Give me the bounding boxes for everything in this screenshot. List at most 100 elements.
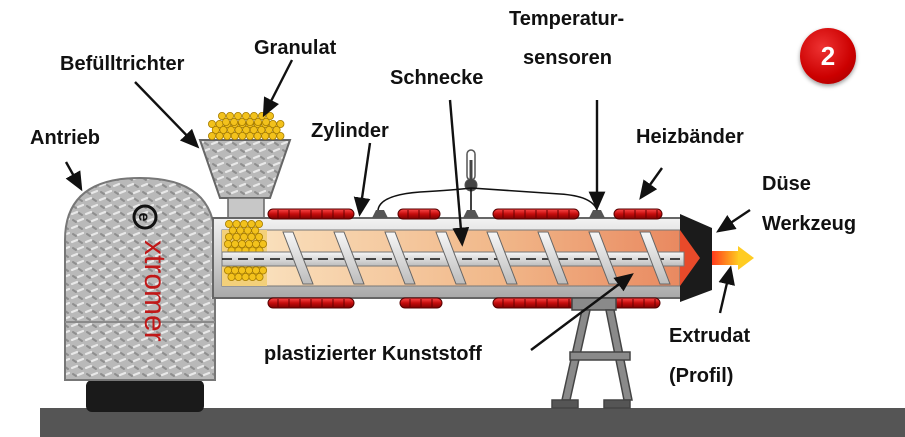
- step-badge: 2: [800, 28, 856, 84]
- pellet: [228, 226, 237, 235]
- pellet: [254, 232, 263, 241]
- pellet: [247, 219, 256, 228]
- pellet: [232, 232, 241, 241]
- screw-flight: [384, 231, 416, 285]
- pellet: [230, 266, 239, 275]
- heater-bands: [267, 208, 663, 309]
- label-granulat: Granulat: [254, 37, 337, 59]
- label-werkzeug: Werkzeug: [762, 213, 857, 235]
- heater-band: [613, 208, 663, 220]
- label-profil: (Profil): [669, 365, 734, 387]
- pellet: [244, 266, 253, 275]
- screw-flight: [639, 231, 671, 285]
- pellet: [223, 131, 232, 140]
- pellet: [223, 266, 232, 275]
- label-temperatursensoren-line1: Temperatur-: [509, 8, 625, 30]
- drive-base: [86, 380, 204, 412]
- pellet: [211, 126, 220, 135]
- pellet: [239, 219, 248, 228]
- pellet: [245, 131, 254, 140]
- pellet: [245, 118, 254, 127]
- pellet: [251, 226, 260, 235]
- pellet: [251, 266, 260, 275]
- pellet: [261, 118, 270, 127]
- pellet: [244, 239, 253, 248]
- pellet: [237, 118, 246, 127]
- label-duese: Düse: [762, 173, 811, 195]
- pellet: [258, 266, 267, 275]
- label-befuelltrichter: Befülltrichter: [60, 53, 185, 75]
- floor: [40, 408, 905, 437]
- pellet: [243, 226, 252, 235]
- pellet: [254, 219, 263, 228]
- pellet: [232, 219, 241, 228]
- pellet: [229, 118, 238, 127]
- granulate-pile: [207, 112, 285, 140]
- pellet: [241, 272, 250, 281]
- pellet: [238, 131, 247, 140]
- pellet: [230, 131, 239, 140]
- pellet: [241, 112, 250, 121]
- heater-band: [397, 208, 441, 220]
- pellet: [237, 239, 246, 248]
- pellet: [234, 126, 243, 135]
- annotation-arrows: [64, 59, 751, 351]
- pellet: [247, 232, 256, 241]
- die: [680, 214, 712, 302]
- pellet: [221, 118, 230, 127]
- extrudate: [712, 246, 754, 270]
- pellet: [230, 239, 239, 248]
- pellet: [226, 126, 235, 135]
- pellet: [257, 126, 266, 135]
- label-schnecke: Schnecke: [390, 67, 484, 89]
- pellet: [219, 126, 228, 135]
- pellet: [224, 219, 233, 228]
- screw-flight: [486, 231, 518, 285]
- pellet: [236, 226, 245, 235]
- pellet: [276, 131, 285, 140]
- pellet: [207, 131, 216, 140]
- heater-band: [611, 297, 661, 309]
- pellet: [215, 131, 224, 140]
- pellet: [224, 232, 233, 241]
- temperature-sensors: [372, 210, 605, 218]
- pellet: [268, 131, 277, 140]
- heater-band: [267, 297, 355, 309]
- pellet: [276, 120, 285, 129]
- pellet: [237, 266, 246, 275]
- label-heizbaender: Heizbänder: [636, 126, 744, 148]
- pellet: [261, 131, 270, 140]
- pellet: [253, 118, 262, 127]
- pellet: [272, 126, 281, 135]
- svg-text:e: e: [135, 213, 152, 222]
- screw-flight: [435, 231, 467, 285]
- pellet: [233, 112, 242, 121]
- label-extrudat: Extrudat: [669, 325, 751, 347]
- pellet: [251, 239, 260, 248]
- screw: [221, 231, 685, 285]
- screw-flight: [333, 231, 365, 285]
- label-antrieb: Antrieb: [30, 127, 100, 149]
- heater-band: [399, 297, 443, 309]
- pellet: [225, 112, 234, 121]
- pellet: [242, 126, 251, 135]
- pellet: [234, 272, 243, 281]
- label-temperatursensoren-line2: sensoren: [523, 47, 612, 69]
- heater-band: [267, 208, 355, 220]
- pellet: [223, 239, 232, 248]
- support-stand: [551, 297, 633, 409]
- pellet: [255, 272, 264, 281]
- pellet: [258, 239, 267, 248]
- pellet: [264, 126, 273, 135]
- screw-flight: [282, 231, 314, 285]
- label-zylinder: Zylinder: [311, 120, 389, 142]
- heater-band: [492, 297, 580, 309]
- pellet: [248, 272, 257, 281]
- heater-band: [492, 208, 580, 220]
- pellet: [249, 126, 258, 135]
- label-plastizierter-kunststoff: plastizierter Kunststoff: [264, 343, 482, 365]
- thermometer-icon: [464, 149, 478, 192]
- pellet: [253, 131, 262, 140]
- brand-wordmark: xtromer: [138, 240, 171, 342]
